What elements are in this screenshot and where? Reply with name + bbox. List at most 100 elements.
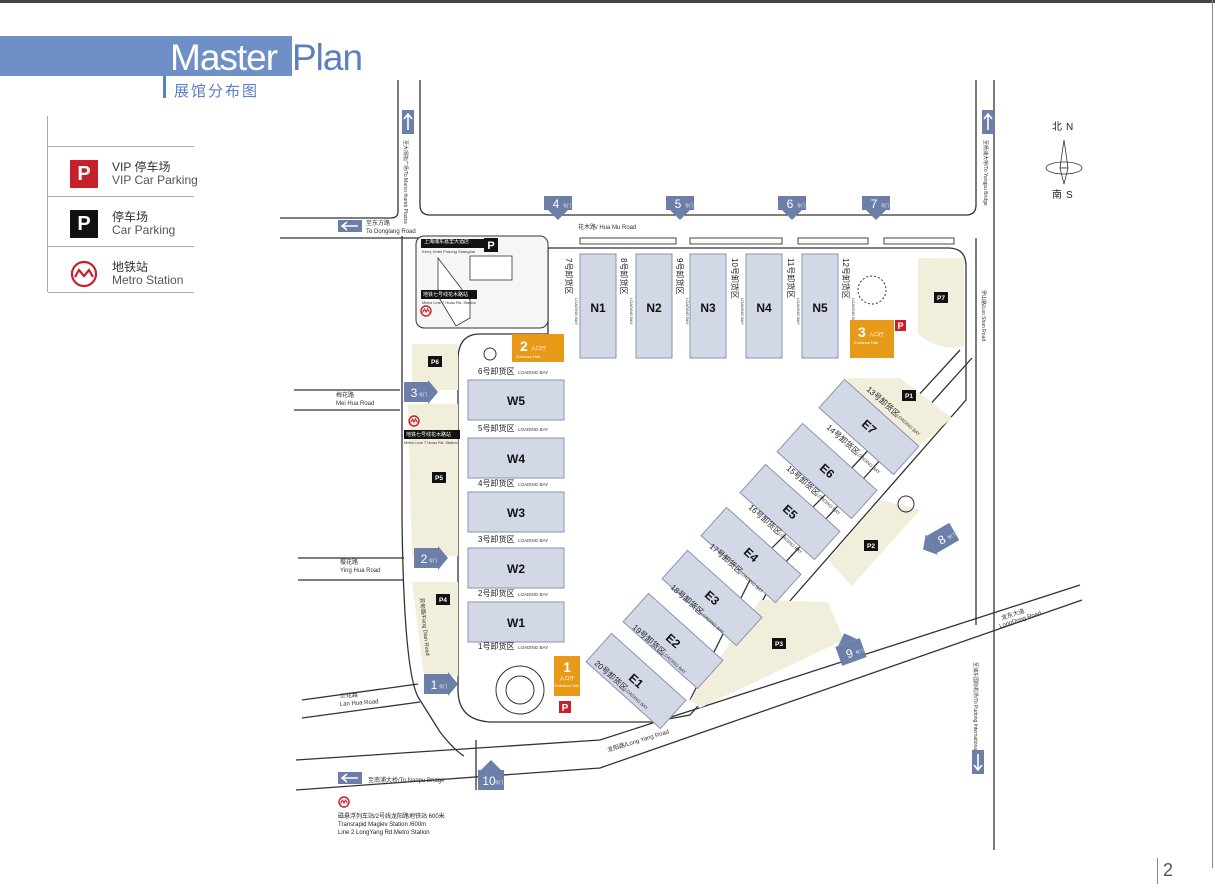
legend-label-cn: VIP 停车场	[112, 160, 171, 174]
legend-item-parking: P 停车场 Car Parking	[48, 204, 194, 250]
hall-n1[interactable]	[579, 253, 617, 359]
page-number: 2	[1163, 860, 1174, 880]
gate-label: 号门	[429, 557, 437, 563]
hall-e2[interactable]	[622, 592, 724, 690]
hall-e6[interactable]	[776, 422, 878, 520]
hall-e5[interactable]	[739, 463, 841, 561]
loading-bay-label: 1号卸货区	[478, 641, 514, 651]
loading-bay-en: LOADING BAY	[518, 370, 548, 375]
metro-station-icon	[420, 305, 432, 317]
hall-e3[interactable]	[661, 549, 763, 647]
hall-label: N2	[646, 301, 662, 315]
map-legend: P VIP 停车场 VIP Car Parking P 停车场 Car Park…	[47, 116, 198, 293]
gate-number: 10	[482, 774, 496, 788]
dong-fang-road-label-en: To Donglang Road	[366, 229, 416, 235]
legend-label-en: VIP Car Parking	[112, 173, 198, 187]
legend-label-en: Car Parking	[112, 223, 176, 237]
hall-w4[interactable]	[467, 437, 565, 479]
parking-p5[interactable]: P5	[432, 472, 446, 483]
hall-e7[interactable]	[818, 378, 920, 476]
gate-number: 2	[421, 552, 428, 566]
hall-n5[interactable]	[801, 253, 839, 359]
parking-zone	[846, 378, 952, 470]
hall-n3[interactable]	[689, 253, 727, 359]
hall-n4[interactable]	[745, 253, 783, 359]
svg-text:P5: P5	[435, 475, 443, 482]
hall-w2[interactable]	[467, 547, 565, 589]
hall-label: N1	[590, 301, 606, 315]
hall-w3[interactable]	[467, 491, 565, 533]
hall-w5[interactable]	[467, 379, 565, 421]
gate-number: 1	[431, 678, 438, 692]
road-network	[280, 80, 1083, 850]
gate-label: 号门	[946, 531, 956, 540]
gate-number: 3	[411, 386, 418, 400]
hall-label: W1	[507, 616, 525, 630]
arrow-up-icon	[982, 110, 994, 134]
hua-mu-road-north-edge	[419, 80, 977, 216]
hotel-name-en: Kerry Hotel Pudong Shanghai	[422, 249, 475, 254]
legend-item-vip-parking: P VIP 停车场 VIP Car Parking	[48, 154, 198, 200]
airport-label: 至浦东国际机场/To Pudong International Airport	[972, 662, 979, 768]
gate-label: 号门	[419, 391, 427, 397]
metro-station-icon	[408, 415, 420, 427]
gate-number: 7	[871, 197, 878, 211]
parking-zones	[408, 258, 964, 708]
gate-label: 号门	[685, 202, 693, 208]
hall-label: N5	[812, 301, 828, 315]
parking-p4[interactable]: P4	[436, 594, 450, 605]
marco-plaza-label: 至大拇指广场/To Marco thumb Plazza	[402, 140, 409, 224]
road-segment	[280, 80, 399, 219]
svg-text:入口厅: 入口厅	[559, 676, 574, 682]
legend-label-cn: 地铁站	[112, 260, 149, 274]
metro-station-icon	[70, 260, 98, 288]
loading-bay-label: 2号卸货区	[478, 588, 514, 598]
right-rule	[1212, 0, 1213, 868]
hall-w1[interactable]	[467, 601, 565, 643]
direction-arrows	[338, 110, 994, 784]
hall-n2[interactable]	[635, 253, 673, 359]
fang-dian-road-west	[401, 236, 465, 757]
metro-station-icon	[338, 796, 350, 808]
parking-p3[interactable]: P3	[772, 638, 786, 649]
hall-e1[interactable]	[585, 632, 687, 730]
svg-text:Entrance Hall: Entrance Hall	[854, 340, 878, 345]
maglev-station-note: 磁悬浮列车站/2号线龙阳路地铁站 600米 Transrapid Maglev …	[338, 796, 445, 836]
gate-number: 9	[844, 646, 855, 662]
loading-bay-en: LOADING BAY	[740, 298, 745, 325]
svg-text:1: 1	[563, 659, 571, 675]
subtitle-bar	[163, 76, 166, 98]
legend-divider	[48, 146, 194, 147]
parking-p7[interactable]: P7	[934, 292, 948, 303]
loading-bay-en: LOADING BAY	[685, 298, 690, 325]
lan-hua-road-label-en: Lan Hua Road	[340, 699, 379, 708]
compass-south-en: S	[1066, 190, 1073, 201]
gate-8[interactable]: 8号门	[917, 521, 960, 560]
road-bars	[579, 237, 955, 245]
long-yang-road-north	[295, 584, 1081, 761]
svg-text:入口厅: 入口厅	[531, 346, 546, 352]
parking-p6[interactable]: P6	[428, 356, 442, 367]
parking-p2[interactable]: P2	[864, 540, 878, 551]
hall-label: W5	[507, 394, 525, 408]
hall-e4[interactable]	[700, 506, 802, 604]
parking-p1[interactable]: P1	[902, 390, 916, 401]
road-divider	[579, 237, 677, 245]
long-yang-road-south	[295, 599, 1083, 791]
svg-text:P: P	[897, 321, 903, 331]
page-subtitle: 展馆分布图	[174, 83, 260, 100]
roundabouts	[483, 275, 915, 715]
svg-text:P4: P4	[439, 597, 447, 604]
